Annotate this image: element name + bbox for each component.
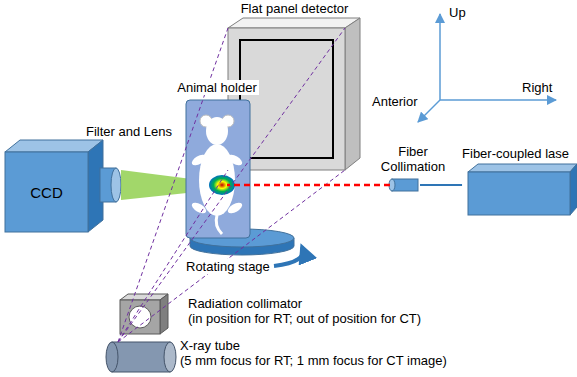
node-heading: Flat panel detector (239, 1, 351, 16)
tumor-signal (209, 175, 235, 195)
laser-front (468, 172, 570, 215)
xray-ray (118, 28, 228, 342)
laser-beam (227, 184, 390, 187)
ccd-camera: CCD (5, 152, 88, 232)
axis-right (440, 99, 556, 101)
axis-label: Anterior (370, 94, 420, 109)
animal-holder: Animal holder (172, 80, 262, 240)
node-heading: Fiber-coupled lase (460, 146, 571, 161)
rad-collimator-aperture (129, 306, 151, 328)
rotation-arrow (274, 247, 303, 266)
axis-anterior (418, 100, 440, 122)
radiation-collimator: Radiation collimator(in position for RT;… (118, 296, 448, 336)
node-heading: CCD (30, 184, 63, 201)
xray-tube-body (112, 342, 170, 372)
ccd-front (5, 152, 88, 232)
component-label: Filter and Lens (84, 124, 174, 139)
panel-side (345, 18, 360, 170)
optical-fiber (420, 184, 462, 186)
mouse-tail (216, 215, 222, 234)
panel-sensor (240, 40, 333, 158)
node-heading: X-ray tube (178, 338, 242, 353)
fiber-laser: Fiber-coupled lase (456, 146, 575, 216)
component-label: Rotating stage (184, 259, 272, 274)
panel-top (228, 18, 360, 28)
xray-ray (118, 28, 345, 342)
laser-side (570, 164, 577, 215)
collimator-body (392, 179, 418, 191)
fiber-collimator: Fiber Collimation (376, 144, 450, 194)
node-heading: Animal holder (175, 80, 259, 95)
node-heading: Radiation collimator (186, 296, 304, 311)
rad-collimator-side (160, 294, 168, 334)
node-note: (5 mm focus for RT; 1 mm focus for CT im… (178, 353, 449, 368)
ccd-top (5, 140, 103, 152)
axis-label: Up (447, 5, 468, 20)
mouse-head (206, 117, 228, 145)
axis-up (439, 14, 441, 100)
xray-tube-end (164, 342, 176, 372)
node-note: (in position for RT; out of position for… (186, 311, 423, 326)
laser-top (468, 164, 577, 172)
axis-label: Right (520, 80, 554, 95)
xray-tube: X-ray tube(5 mm focus for RT; 1 mm focus… (98, 338, 478, 376)
lens-face (111, 168, 121, 202)
node-heading: Fiber Collimation (376, 144, 450, 174)
xray-tube-end (106, 342, 118, 372)
